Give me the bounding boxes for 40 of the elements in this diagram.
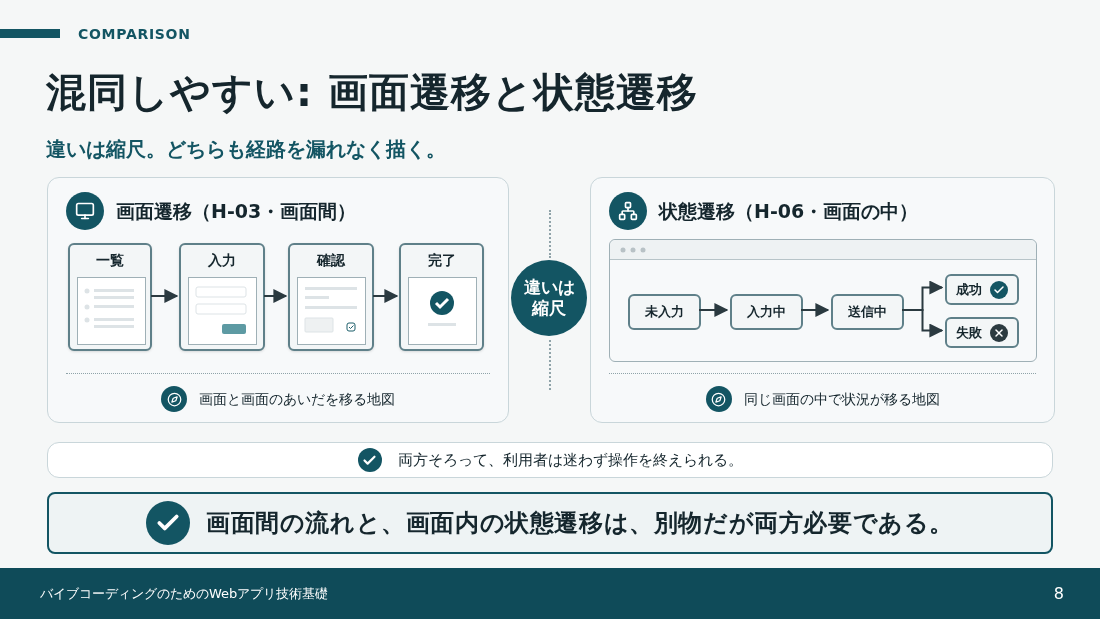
panel-caption: 画面と画面のあいだを移る地図 bbox=[199, 389, 395, 409]
section-tag: COMPARISON bbox=[78, 24, 191, 45]
panel-card bbox=[47, 177, 509, 423]
state-label: 入力中 bbox=[747, 303, 786, 322]
state-label: 送信中 bbox=[848, 303, 887, 322]
circle-label: 違いは縮尺 bbox=[522, 276, 576, 320]
panel-heading: 画面遷移（H-03・画面間） bbox=[116, 198, 357, 224]
page-number: 8 bbox=[1053, 583, 1064, 605]
arrow bbox=[800, 303, 830, 317]
state-box bbox=[730, 294, 803, 330]
summary-text: 両方そろって、利用者は迷わず操作を終えられる。 bbox=[397, 449, 743, 471]
panel-caption: 同じ画面の中で状況が移る地図 bbox=[743, 389, 940, 409]
arrow bbox=[263, 289, 288, 303]
state-box bbox=[628, 294, 701, 330]
summary-bar bbox=[47, 442, 1053, 478]
state-label: 失敗 bbox=[956, 323, 982, 342]
arrow bbox=[372, 289, 399, 303]
footer-text: バイブコーディングのためのWebアプリ技術基礎 bbox=[40, 585, 329, 603]
screen-card bbox=[399, 243, 484, 351]
screen-card bbox=[288, 243, 374, 351]
browser-window bbox=[609, 239, 1037, 362]
title: 混同しやすい: 画面遷移と状態遷移 bbox=[46, 72, 698, 112]
arrow bbox=[698, 303, 729, 317]
screen-card bbox=[68, 243, 152, 351]
screen-title: 入力 bbox=[207, 251, 237, 270]
screen-title: 一覧 bbox=[95, 251, 125, 270]
state-label: 成功 bbox=[956, 280, 982, 299]
state-box bbox=[945, 274, 1019, 305]
screen-title: 完了 bbox=[426, 251, 457, 270]
subtitle: 違いは縮尺。どちらも経路を漏れなく描く。 bbox=[46, 136, 446, 163]
screen-title: 確認 bbox=[315, 251, 346, 270]
state-box bbox=[945, 317, 1019, 348]
state-label: 未入力 bbox=[645, 303, 684, 322]
screen-card bbox=[179, 243, 265, 351]
state-box bbox=[831, 294, 904, 330]
arrow bbox=[150, 289, 179, 303]
panel-card bbox=[590, 177, 1055, 423]
conclusion-text: 画面間の流れと、画面内の状態遷移は、別物だが両方必要である。 bbox=[206, 508, 954, 539]
panel-heading: 状態遷移（H-06・画面の中） bbox=[659, 198, 919, 224]
conclusion-banner bbox=[47, 492, 1053, 554]
